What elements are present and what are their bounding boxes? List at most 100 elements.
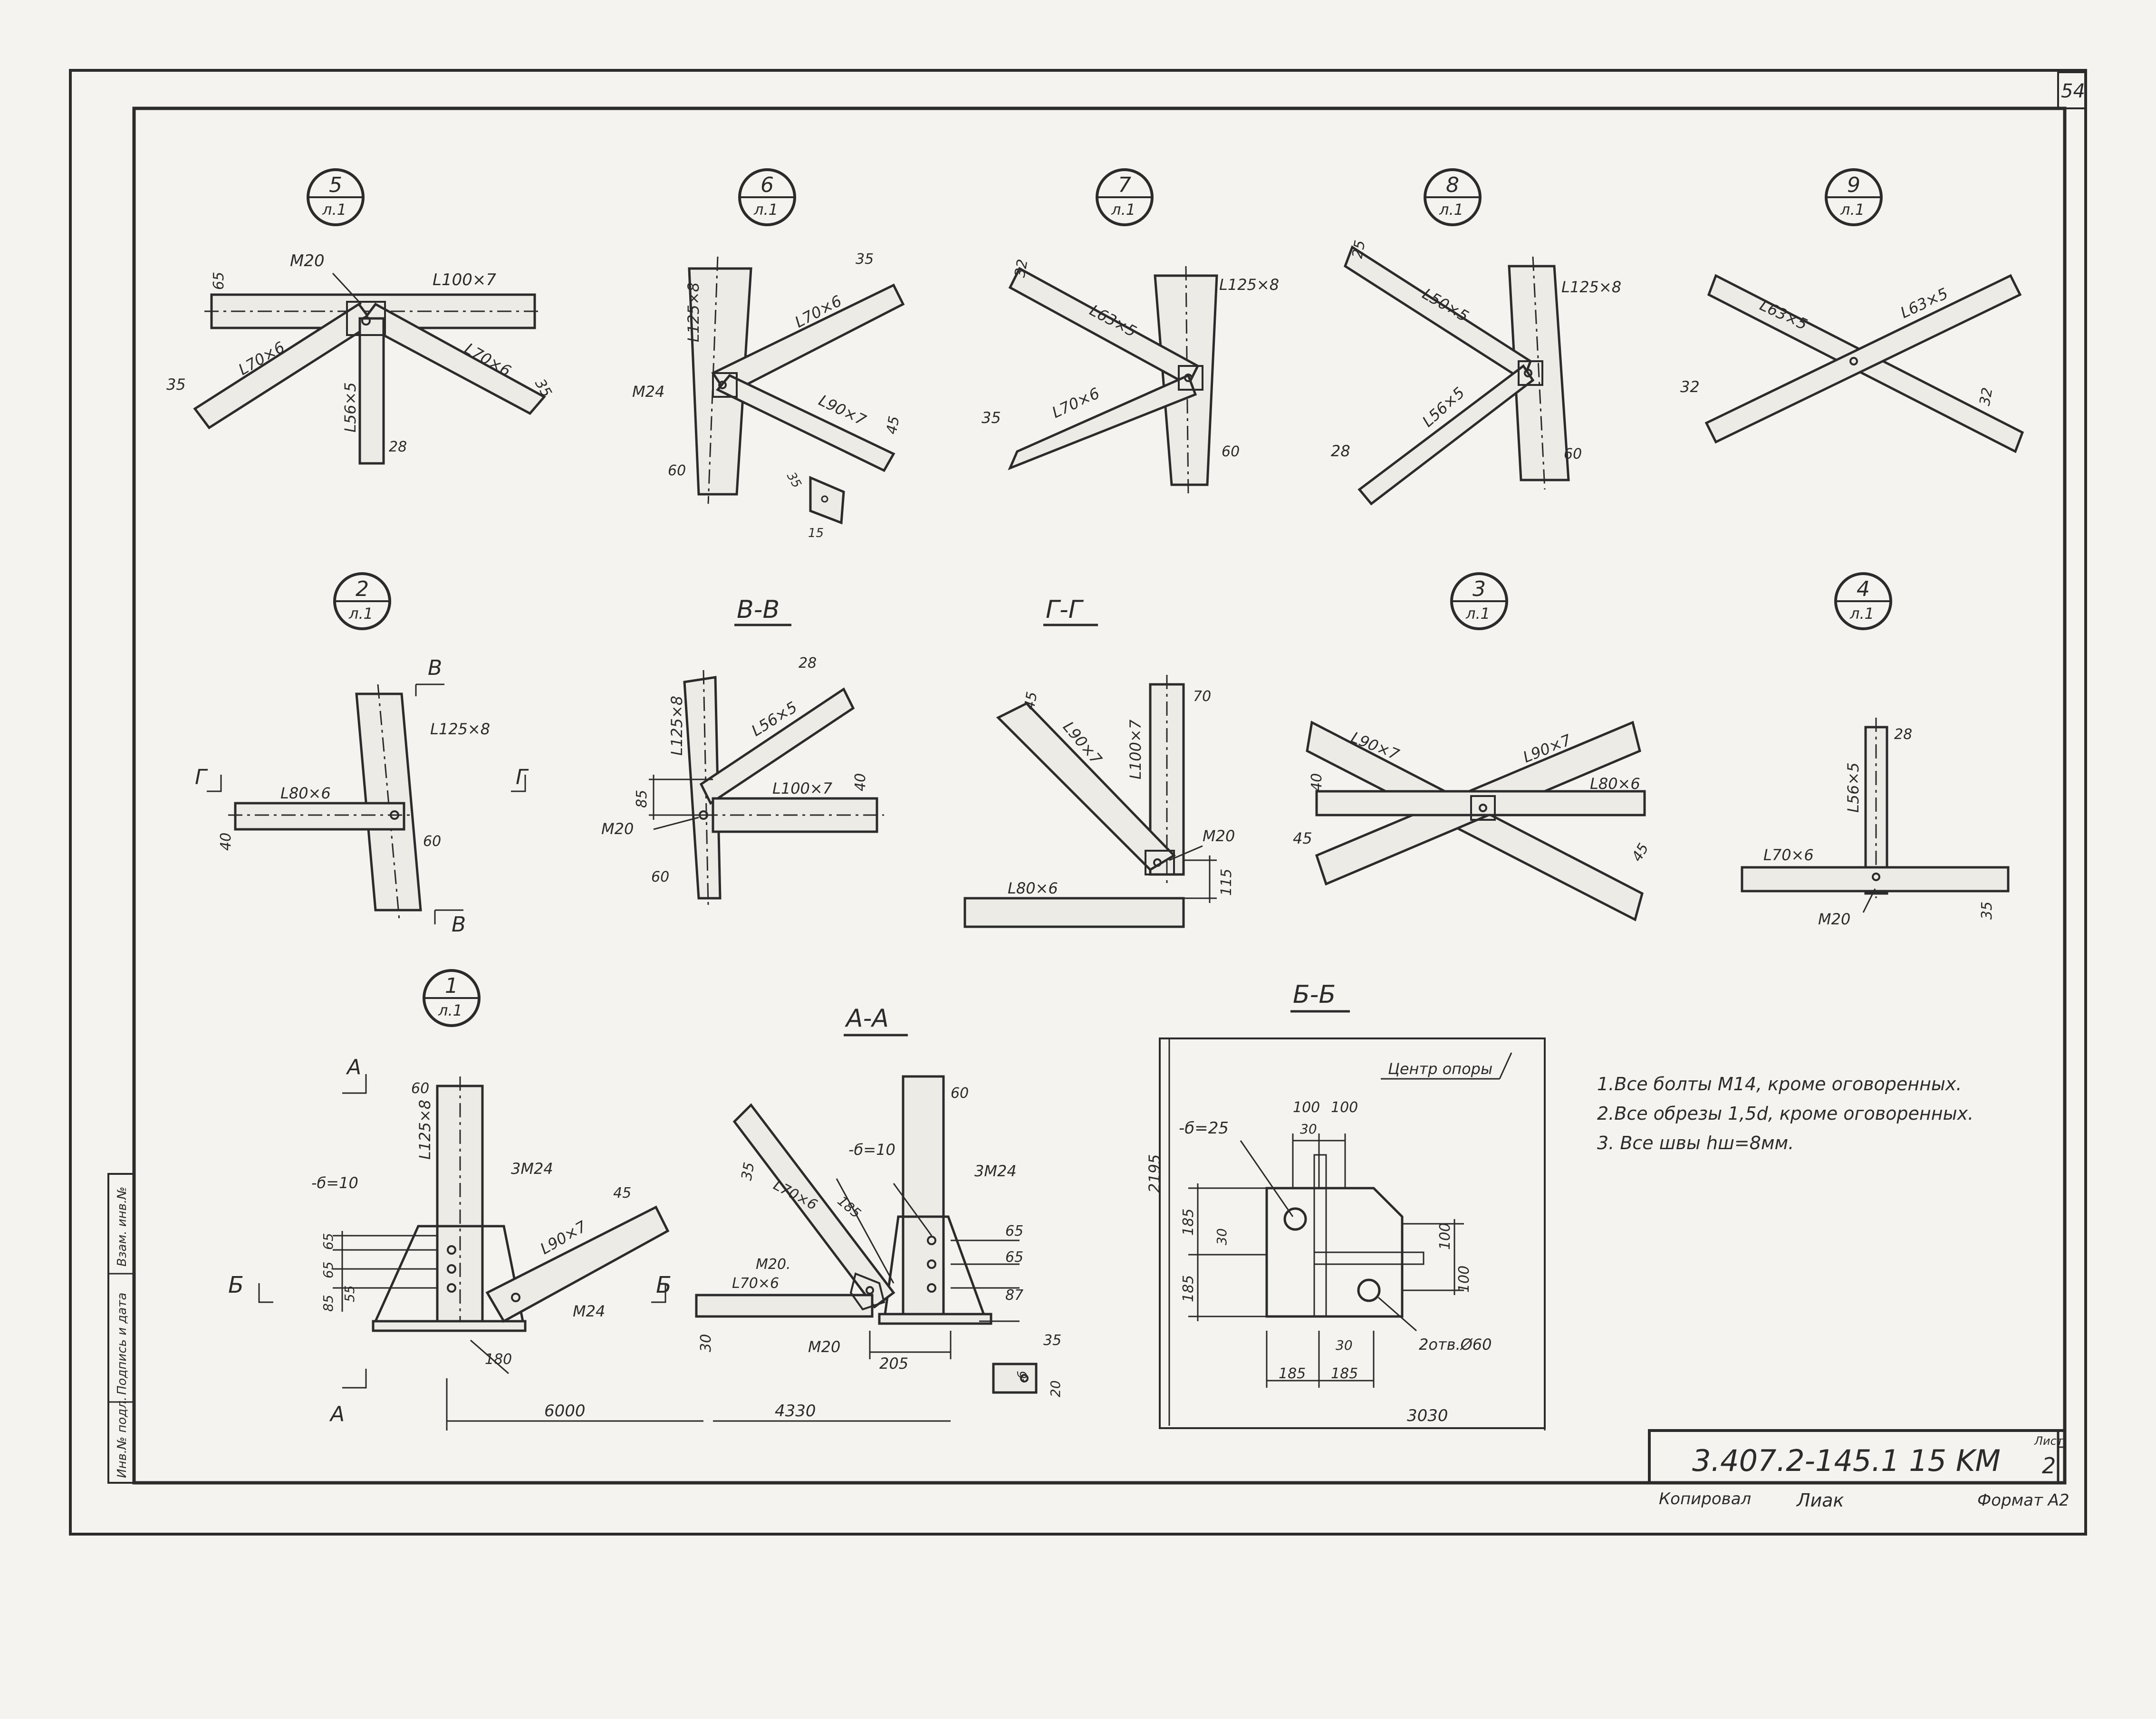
list-label: Лист <box>2034 1434 2064 1448</box>
section-vv: В-В 28 L56×5 L125×8 85 L100×7 40 M20 60 <box>601 595 884 906</box>
detail-1-label-10: 55 <box>342 1285 357 1302</box>
detail-2-label-6: 60 <box>423 833 441 850</box>
detail-9-label-2: 32 <box>1680 378 1700 396</box>
detail-9: 9 л.1 L63×5 L63×5 32 32 <box>1680 168 2024 453</box>
section-vv-title: В-В <box>737 595 780 624</box>
detail-7-number: 7 <box>1118 173 1131 197</box>
side-stamp: Инв.№ подл. Подпись и дата Взам. инв.№ <box>107 1173 135 1484</box>
detail-4: 4 л.1 28 L56×5 L70×6 M20 35 <box>1741 572 2010 928</box>
detail-9-number: 9 <box>1847 173 1860 197</box>
note-2: 2.Все обрезы 1,5d, кроме оговоренных. <box>1597 1103 1974 1124</box>
detail-6-sheet: л.1 <box>753 201 778 219</box>
detail-5: 5 л.1 M20 L100×7 65 35 L70×6 L70×6 35 L5… <box>166 168 555 465</box>
detail-8-label-2: L125×8 <box>1561 278 1621 296</box>
section-aa-label-7: 65 <box>1005 1249 1023 1266</box>
section-gg-label-0: 45 <box>1021 691 1040 711</box>
detail-6-number: 6 <box>760 173 774 197</box>
detail-2-label-0: В <box>428 656 442 680</box>
section-vv-label-7: 60 <box>651 869 669 885</box>
detail-3-number: 3 <box>1473 577 1486 601</box>
section-aa-label-17: 4330 <box>775 1402 816 1421</box>
detail-4-label-3: M20 <box>1818 910 1850 928</box>
section-bb-label-7: 30 <box>1214 1228 1230 1245</box>
section-bb-label-11: 2отв.Ø60 <box>1419 1335 1492 1354</box>
detail-2: 2 л.1 В L125×8 Г L80×6 Г 40 60 В <box>195 572 529 937</box>
section-aa-label-8: M20. <box>756 1256 791 1273</box>
detail-8-number: 8 <box>1446 173 1459 197</box>
section-gg-label-5: L80×6 <box>1008 879 1058 897</box>
stamp-inv-podl: Инв.№ подл. <box>115 1397 129 1478</box>
detail-2-label-7: В <box>452 912 466 937</box>
detail-2-label-2: Г <box>195 765 208 789</box>
detail-2-number: 2 <box>356 577 369 601</box>
section-bb-label-9: 185 <box>1180 1275 1197 1302</box>
detail-4-label-1: L56×5 <box>1844 762 1862 813</box>
detail-1: 1 л.1 А 60 L125×8 3M24 -б=10 45 L90×7 65… <box>228 969 1546 1431</box>
section-aa-label-11: 30 <box>698 1334 714 1352</box>
detail-3-label-4: 45 <box>1293 829 1312 847</box>
detail-6: 6 л.1 35 L125×8 L70×6 M24 L90×7 45 60 35… <box>632 168 905 540</box>
section-aa-label-5: 185 <box>835 1193 864 1221</box>
section-aa: А-А 60 -б=10 3M24 35 L70×6 185 65 65 M20… <box>695 1004 1063 1422</box>
detail-8-label-0: 25 <box>1349 239 1368 260</box>
detail-1-label-15: А <box>329 1402 345 1426</box>
section-gg-label-3: 70 <box>1193 688 1211 705</box>
section-aa-label-14: 35 <box>1043 1332 1061 1349</box>
detail-8-sheet: л.1 <box>1439 201 1463 219</box>
section-bb-label-0: Центр опоры <box>1388 1060 1492 1078</box>
detail-6-label-6: 60 <box>668 462 686 479</box>
detail-7-sheet: л.1 <box>1111 201 1136 219</box>
detail-1-label-2: L125×8 <box>416 1100 434 1160</box>
section-aa-label-3: 35 <box>738 1161 758 1182</box>
detail-2-label-1: L125×8 <box>430 720 490 738</box>
detail-5-label-2: 65 <box>211 272 227 290</box>
detail-1-label-13: M24 <box>573 1302 605 1320</box>
detail-7-label-0: 32 <box>1011 258 1031 279</box>
detail-1-label-7: 65 <box>320 1233 336 1250</box>
section-vv-label-0: 28 <box>799 655 817 672</box>
detail-6-label-5: 45 <box>883 415 903 436</box>
detail-3-label-2: 40 <box>1309 773 1325 791</box>
general-notes: 1.Все болты M14, кроме оговоренных. 2.Вс… <box>1597 1069 2072 1158</box>
section-vv-label-4: L100×7 <box>772 779 833 797</box>
section-aa-label-12: M20 <box>808 1338 840 1356</box>
detail-6-label-1: L125×8 <box>684 282 703 342</box>
section-vv-label-6: M20 <box>601 820 634 838</box>
detail-6-label-7: 35 <box>784 470 804 491</box>
detail-1-number: 1 <box>445 974 458 998</box>
detail-3-sheet: л.1 <box>1465 605 1490 623</box>
section-bb-label-8: 100 <box>1437 1223 1453 1250</box>
detail-4-sheet: л.1 <box>1849 605 1874 623</box>
corner-number-box <box>2057 71 2087 109</box>
detail-7-label-2: L125×8 <box>1219 276 1279 294</box>
detail-1-label-16: 6000 <box>544 1402 586 1421</box>
detail-1-label-11: Б <box>228 1272 244 1298</box>
section-bb-label-3: 100 <box>1293 1099 1320 1116</box>
section-aa-label-0: 60 <box>951 1085 969 1102</box>
section-gg-label-4: M20 <box>1203 827 1235 845</box>
stamp-podpis: Подпись и дата <box>115 1293 129 1395</box>
section-vv-label-5: 40 <box>852 773 869 791</box>
detail-2-label-4: Г <box>516 765 529 789</box>
section-bb-label-2: -б=25 <box>1179 1119 1229 1138</box>
section-gg-title: Г-Г <box>1046 595 1084 624</box>
section-gg-label-6: 115 <box>1218 869 1235 896</box>
detail-1-sheet: л.1 <box>438 1001 462 1019</box>
format-label: Формат А2 <box>1977 1491 2069 1510</box>
section-bb-label-1: 2195 <box>1145 1154 1164 1193</box>
section-bb-title: Б-Б <box>1293 980 1336 1009</box>
section-bb-label-10: 100 <box>1456 1266 1473 1293</box>
detail-6-label-0: 35 <box>856 251 874 268</box>
detail-1-label-4: -б=10 <box>311 1174 358 1192</box>
detail-1-label-5: 45 <box>613 1185 631 1201</box>
detail-1-label-0: А <box>346 1055 361 1079</box>
section-bb-label-13: 185 <box>1279 1365 1306 1382</box>
detail-8-label-5: 60 <box>1564 446 1582 462</box>
section-aa-label-6: 65 <box>1005 1223 1023 1239</box>
detail-3-label-3: L80×6 <box>1590 775 1640 793</box>
stamp-vzam: Взам. инв.№ <box>115 1187 129 1267</box>
note-3: 3. Все швы hш=8мм. <box>1597 1133 1794 1153</box>
corner-number: 54 <box>2061 80 2085 102</box>
detail-7-label-3: 35 <box>982 409 1001 427</box>
